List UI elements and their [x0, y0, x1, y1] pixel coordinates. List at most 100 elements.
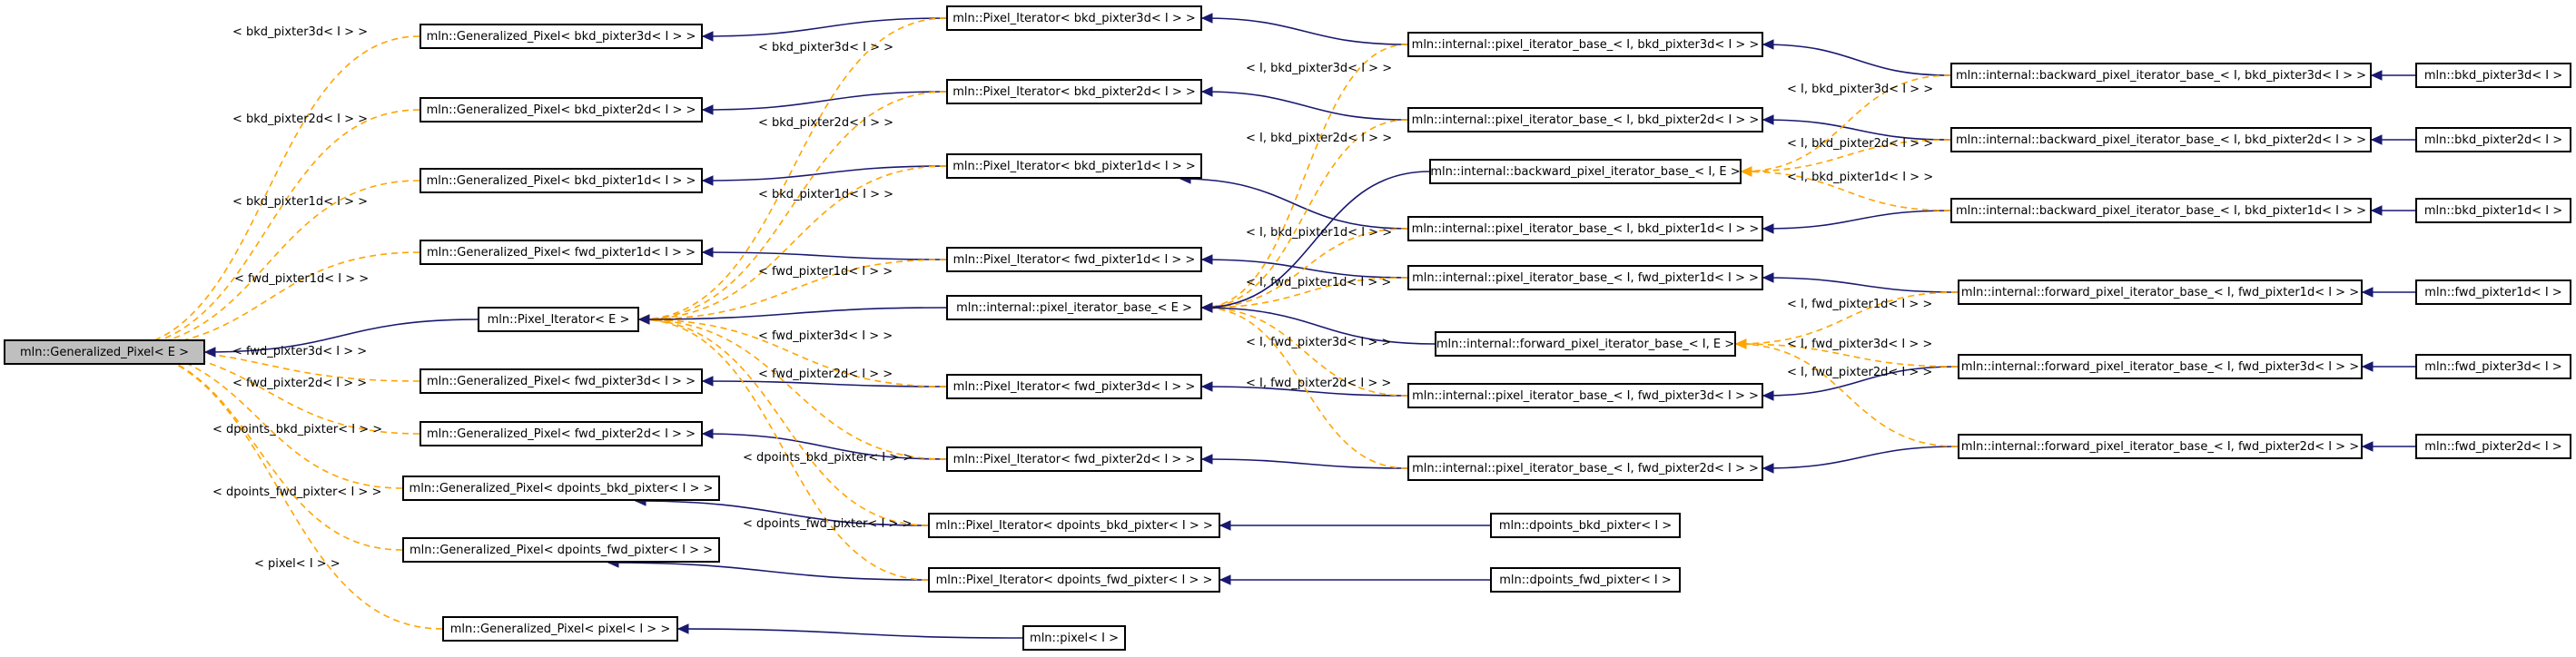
node-pi-bkd2d[interactable]: mln::Pixel_Iterator< bkd_pixter2d< I > >	[946, 79, 1202, 104]
node-fpib-fwd2d[interactable]: mln::internal::forward_pixel_iterator_ba…	[1958, 434, 2363, 459]
node-pib-bkd1d[interactable]: mln::internal::pixel_iterator_base_< I, …	[1407, 216, 1763, 241]
template-edge	[638, 319, 947, 387]
node-dpoints-fwd[interactable]: mln::dpoints_fwd_pixter< I >	[1490, 567, 1681, 593]
node-gp-fwd3d[interactable]: mln::Generalized_Pixel< fwd_pixter3d< I …	[419, 368, 703, 394]
node-bkd1d[interactable]: mln::bkd_pixter1d< I >	[2415, 198, 2571, 223]
node-gp-fwd2d[interactable]: mln::Generalized_Pixel< fwd_pixter2d< I …	[419, 421, 703, 446]
edge-arrowhead	[1219, 574, 1231, 585]
edge-arrowhead	[701, 104, 714, 115]
node-pixel-iterator-base-e[interactable]: mln::internal::pixel_iterator_base_< E >	[946, 295, 1202, 320]
inheritance-edge	[702, 165, 947, 181]
template-edge	[1741, 171, 1951, 211]
node-fwd3d[interactable]: mln::fwd_pixter3d< I >	[2415, 354, 2571, 379]
template-edge	[1201, 44, 1408, 309]
node-pib-bkd2d[interactable]: mln::internal::pixel_iterator_base_< I, …	[1407, 107, 1763, 132]
node-pi-bkd1d[interactable]: mln::Pixel_Iterator< bkd_pixter1d< I > >	[946, 153, 1202, 179]
inheritance-edge	[1201, 307, 1436, 345]
edge-label: < dpoints_fwd_pixter< I > >	[212, 485, 382, 499]
node-pib-fwd3d[interactable]: mln::internal::pixel_iterator_base_< I, …	[1407, 383, 1763, 408]
edge-label: < bkd_pixter1d< I > >	[758, 188, 893, 201]
template-edge	[114, 348, 403, 489]
edge-label: < bkd_pixter3d< I > >	[232, 25, 368, 39]
edge-arrowhead	[1762, 463, 1774, 474]
node-bpib-bkd2d[interactable]: mln::internal::backward_pixel_iterator_b…	[1950, 127, 2372, 152]
inheritance-edge	[702, 380, 947, 387]
edge-arrowhead	[1219, 520, 1231, 531]
inheritance-edge	[1201, 386, 1408, 397]
node-gp-fwd1d[interactable]: mln::Generalized_Pixel< fwd_pixter1d< I …	[419, 240, 703, 265]
node-pib-fwd2d[interactable]: mln::internal::pixel_iterator_base_< I, …	[1407, 456, 1763, 481]
inheritance-edge	[1762, 277, 1959, 293]
edge-label: < I, fwd_pixter1d< I > >	[1246, 276, 1392, 289]
inheritance-edge	[1762, 44, 1951, 76]
node-gp-pixel[interactable]: mln::Generalized_Pixel< pixel< I > >	[442, 616, 678, 642]
edge-arrowhead	[203, 347, 216, 358]
inheritance-edge	[607, 562, 929, 581]
edge-arrowhead	[1762, 390, 1774, 401]
template-edge	[1741, 139, 1951, 172]
edge-label: < I, bkd_pixter3d< I > >	[1246, 62, 1393, 75]
template-edge	[638, 91, 947, 320]
inheritance-edge	[1762, 366, 1959, 397]
node-fwd2d[interactable]: mln::fwd_pixter2d< I >	[2415, 434, 2571, 459]
node-bkd2d[interactable]: mln::bkd_pixter2d< I >	[2415, 127, 2571, 152]
edge-arrowhead	[2370, 134, 2383, 145]
node-fwd1d[interactable]: mln::fwd_pixter1d< I >	[2415, 279, 2571, 305]
edge-arrowhead	[701, 247, 714, 258]
template-edge	[1735, 291, 1959, 345]
inheritance-edge	[702, 251, 947, 260]
node-pi-fwd2d[interactable]: mln::Pixel_Iterator< fwd_pixter2d< I > >	[946, 446, 1202, 472]
edge-label: < fwd_pixter3d< I > >	[232, 345, 368, 358]
node-pi-dpoints-bkd[interactable]: mln::Pixel_Iterator< dpoints_bkd_pixter<…	[928, 513, 1220, 538]
edge-arrowhead	[2361, 441, 2374, 452]
node-pib-fwd1d[interactable]: mln::internal::pixel_iterator_base_< I, …	[1407, 265, 1763, 290]
edge-label: < pixel< I > >	[254, 557, 341, 571]
edge-label: < I, fwd_pixter2d< I > >	[1787, 366, 1933, 379]
node-gp-bkd2d[interactable]: mln::Generalized_Pixel< bkd_pixter2d< I …	[419, 97, 703, 123]
template-edge	[1201, 277, 1408, 309]
edge-arrowhead	[1200, 381, 1213, 392]
edge-arrowhead	[1200, 86, 1213, 97]
node-pi-dpoints-fwd[interactable]: mln::Pixel_Iterator< dpoints_fwd_pixter<…	[928, 567, 1220, 593]
edge-arrowhead	[676, 623, 689, 634]
template-edge	[1201, 307, 1408, 469]
node-pib-bkd3d[interactable]: mln::internal::pixel_iterator_base_< I, …	[1407, 32, 1763, 57]
node-pixel-iterator-e[interactable]: mln::Pixel_Iterator< E >	[478, 307, 639, 332]
template-edge	[114, 35, 420, 349]
template-edge	[638, 259, 947, 320]
node-bpib-bkd1d[interactable]: mln::internal::backward_pixel_iterator_b…	[1950, 198, 2372, 223]
node-pixel[interactable]: mln::pixel< I >	[1022, 625, 1126, 651]
node-generalized-pixel-e[interactable]: mln::Generalized_Pixel< E >	[4, 339, 205, 365]
edge-arrowhead	[2370, 205, 2383, 216]
node-forward-pib-ie[interactable]: mln::internal::forward_pixel_iterator_ba…	[1435, 331, 1736, 357]
node-gp-bkd3d[interactable]: mln::Generalized_Pixel< bkd_pixter3d< I …	[419, 24, 703, 49]
template-edge	[638, 319, 929, 581]
node-gp-bkd1d[interactable]: mln::Generalized_Pixel< bkd_pixter1d< I …	[419, 168, 703, 193]
node-gp-dpoints-fwd[interactable]: mln::Generalized_Pixel< dpoints_fwd_pixt…	[402, 537, 720, 563]
node-bkd3d[interactable]: mln::bkd_pixter3d< I >	[2415, 63, 2571, 88]
edge-arrowhead	[1740, 166, 1752, 177]
edge-label: < I, fwd_pixter3d< I > >	[1246, 336, 1392, 349]
edge-label: < fwd_pixter2d< I > >	[232, 377, 368, 390]
template-edge	[638, 17, 947, 320]
node-pi-fwd1d[interactable]: mln::Pixel_Iterator< fwd_pixter1d< I > >	[946, 247, 1202, 272]
inheritance-edge	[638, 307, 947, 320]
node-gp-dpoints-bkd[interactable]: mln::Generalized_Pixel< dpoints_bkd_pixt…	[402, 476, 720, 501]
node-fpib-fwd3d[interactable]: mln::internal::forward_pixel_iterator_ba…	[1958, 354, 2363, 379]
inheritance-edge	[1179, 178, 1408, 230]
edge-label: < dpoints_bkd_pixter< I > >	[743, 451, 913, 465]
node-dpoints-bkd[interactable]: mln::dpoints_bkd_pixter< I >	[1490, 513, 1681, 538]
node-bpib-bkd3d[interactable]: mln::internal::backward_pixel_iterator_b…	[1950, 63, 2372, 88]
edge-label: < fwd_pixter2d< I > >	[758, 368, 893, 381]
node-fpib-fwd1d[interactable]: mln::internal::forward_pixel_iterator_ba…	[1958, 279, 2363, 305]
edge-label: < I, fwd_pixter1d< I > >	[1787, 298, 1933, 311]
node-pi-fwd3d[interactable]: mln::Pixel_Iterator< fwd_pixter3d< I > >	[946, 374, 1202, 399]
edge-label: < bkd_pixter1d< I > >	[232, 195, 368, 209]
edge-arrowhead	[701, 175, 714, 186]
edge-label: < I, fwd_pixter3d< I > >	[1787, 338, 1933, 351]
edge-arrowhead	[637, 314, 650, 325]
edge-arrowhead	[1762, 114, 1774, 125]
node-backward-pib-ie[interactable]: mln::internal::backward_pixel_iterator_b…	[1429, 159, 1742, 184]
node-pi-bkd3d[interactable]: mln::Pixel_Iterator< bkd_pixter3d< I > >	[946, 5, 1202, 31]
